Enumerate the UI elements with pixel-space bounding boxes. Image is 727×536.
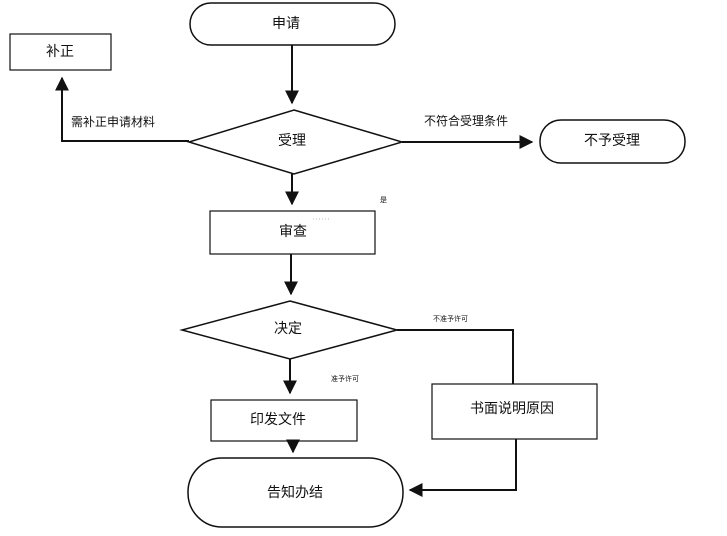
node-notify-close-shape xyxy=(187,457,404,528)
node-issue-doc-label: 印发文件 xyxy=(250,412,306,428)
node-written-reason-shape xyxy=(431,383,598,440)
edge-label-not-meet-conditions: 不符合受理条件 xyxy=(424,114,509,128)
node-reject-label: 不予受理 xyxy=(584,133,640,149)
edge-label-not-grant: 不准予许可 xyxy=(433,315,468,323)
node-supplement-label: 补正 xyxy=(46,44,74,60)
edge-decide-to-written-reason xyxy=(397,329,514,384)
node-issue-doc-shape xyxy=(210,399,358,442)
node-review-label: 审查 xyxy=(279,224,307,240)
node-written-reason-label: 书面说明原因 xyxy=(470,401,554,417)
edge-label-need-supplement: 需补正申请材料 xyxy=(71,115,156,129)
node-accept-label: 受理 xyxy=(278,133,306,149)
edge-written-reason-to-notify xyxy=(408,439,517,497)
node-notify-close-label: 告知办结 xyxy=(267,485,323,501)
node-decide-label: 决定 xyxy=(274,321,302,337)
edge-label-grant: 准予许可 xyxy=(331,375,359,383)
node-reject-shape xyxy=(539,119,686,164)
node-accept-diamond xyxy=(186,109,405,175)
node-supplement-shape xyxy=(9,33,112,71)
edge-label-yes: 是 xyxy=(380,196,387,204)
node-apply-label: 申请 xyxy=(272,16,300,32)
edge-accept-to-supplement xyxy=(55,76,189,142)
node-review-shape xyxy=(209,210,376,255)
